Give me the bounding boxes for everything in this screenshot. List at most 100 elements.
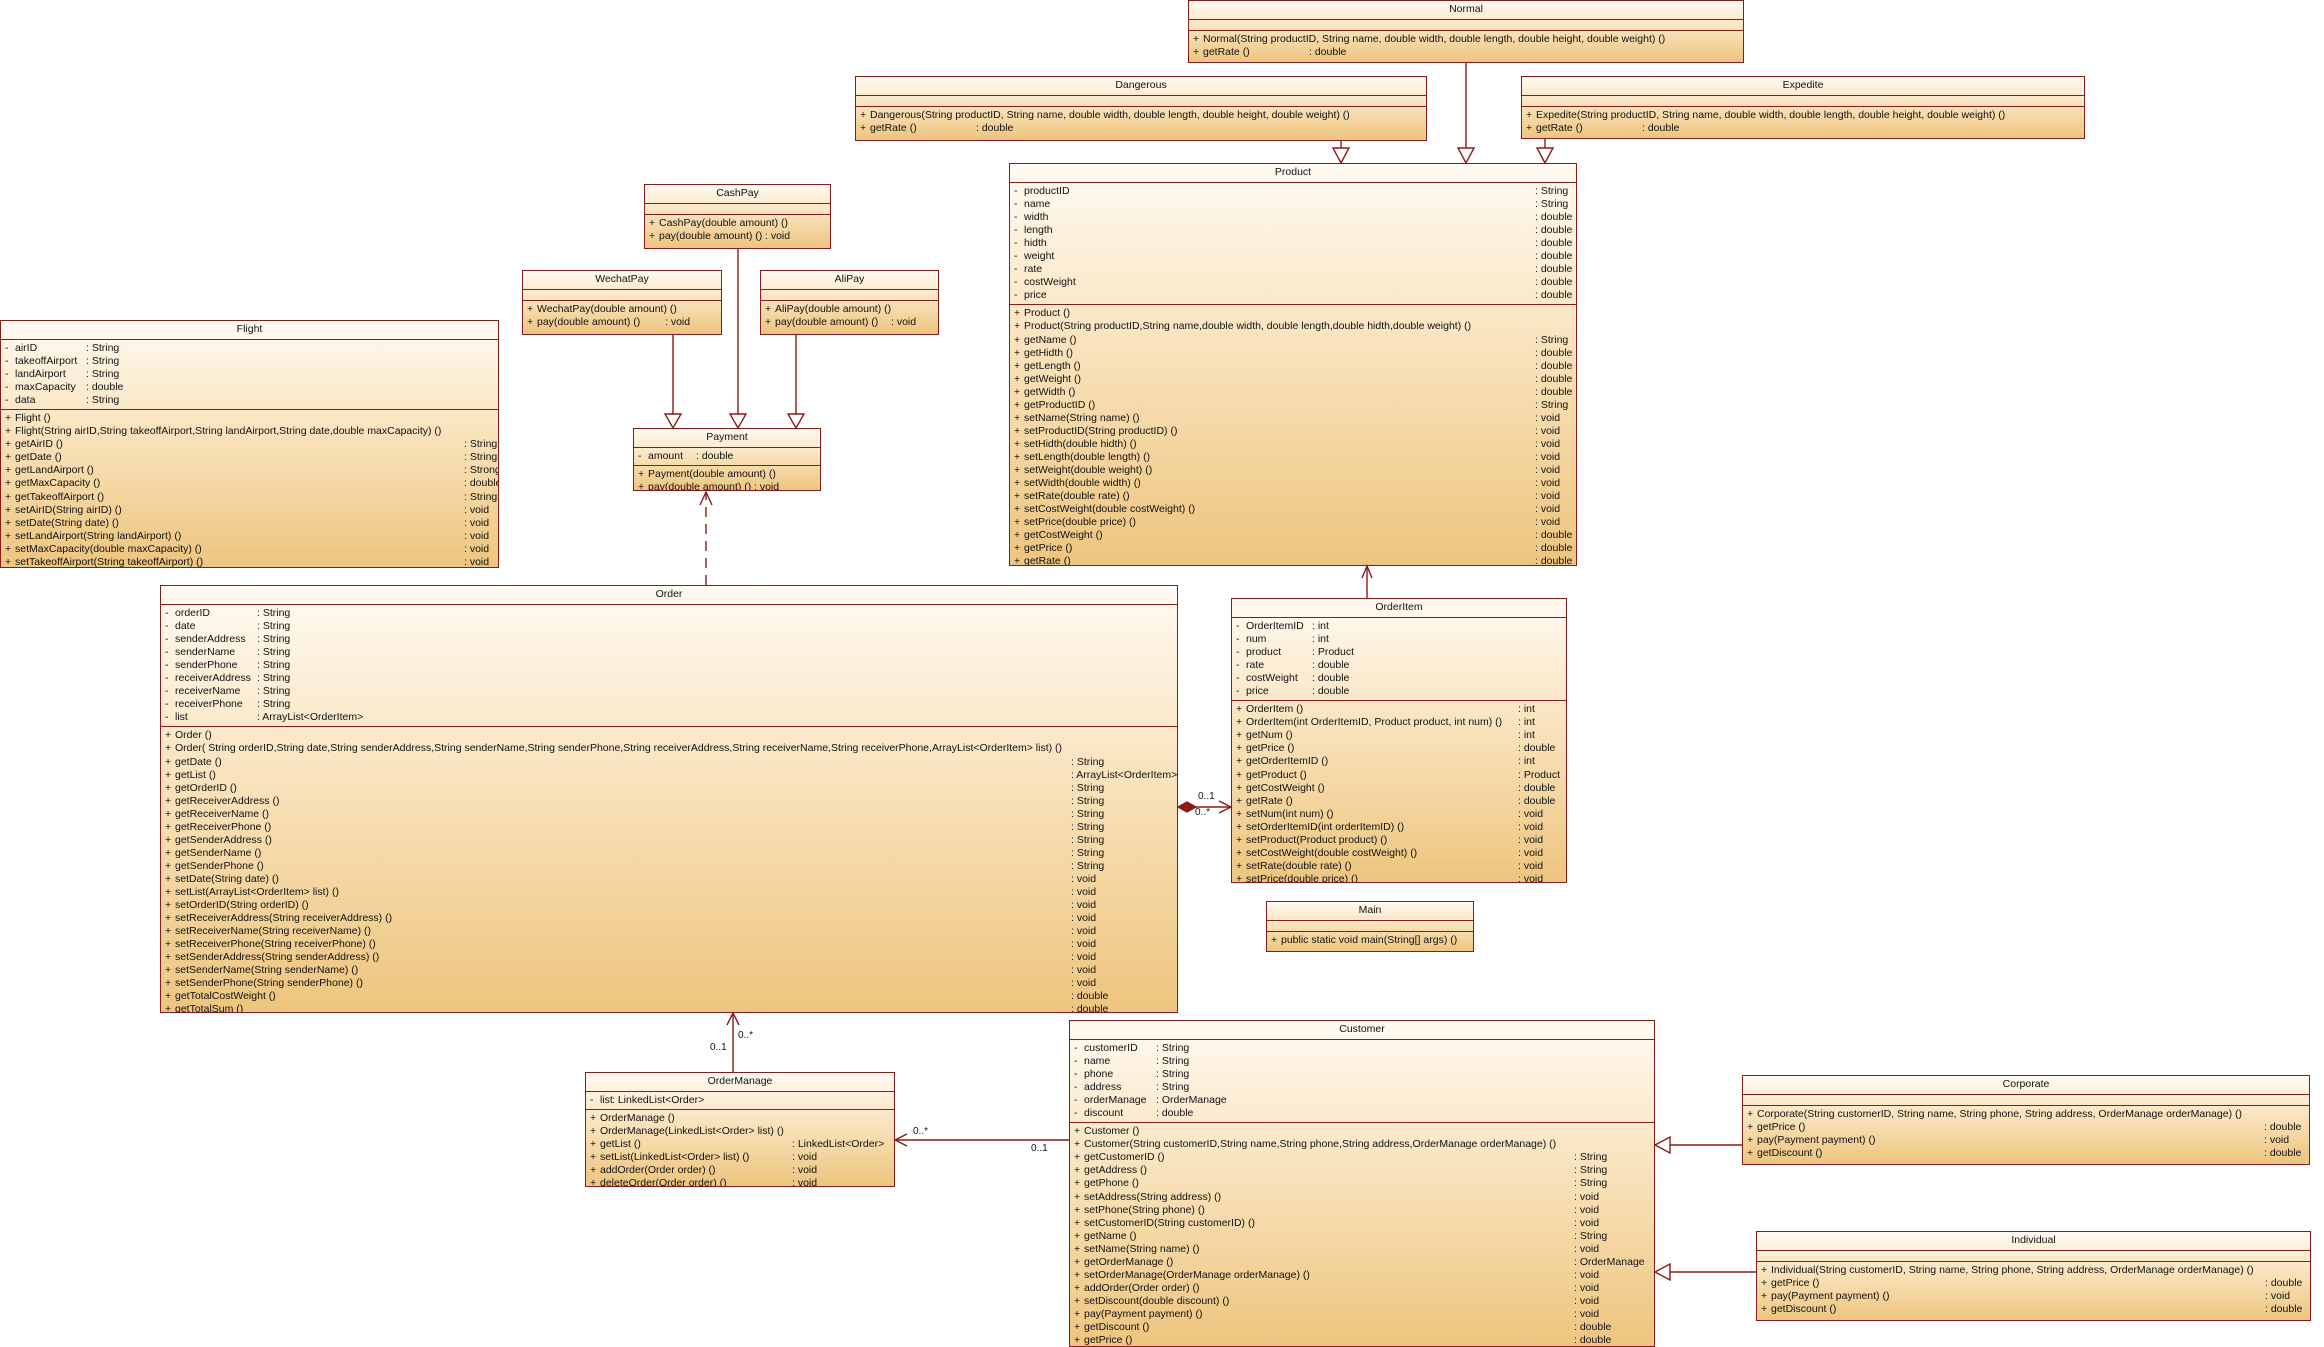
operation-compartment: +OrderManage ()+OrderManage(LinkedList<O… — [586, 1109, 894, 1186]
operation-type: : String — [1071, 755, 1105, 768]
attribute-type: : String — [257, 607, 291, 619]
operation-row: +setCostWeight(double costWeight) (): vo… — [1232, 847, 1566, 860]
class-name: Individual — [1757, 1232, 2310, 1251]
attribute-type: : String — [257, 659, 291, 672]
operation-row: +WechatPay(double amount) () — [523, 303, 721, 316]
attribute-type: : double — [1156, 1107, 1194, 1120]
class-wechatpay[interactable]: WechatPay+WechatPay(double amount) ()+pa… — [522, 270, 722, 335]
generalization-arrowhead — [786, 413, 806, 430]
operation-name: getRate () — [1246, 794, 1293, 807]
operation-name: getPrice () — [1084, 1334, 1133, 1347]
visibility-marker: - — [165, 633, 169, 646]
operation-row: +getOrderItemID (): int — [1232, 755, 1566, 768]
operation-row: +getRate (): double — [1522, 122, 2084, 135]
visibility-marker: + — [5, 529, 12, 542]
operation-type: : void — [464, 516, 490, 529]
operation-row: +getProductID (): String — [1010, 399, 1576, 412]
class-payment[interactable]: Payment-amount: double+Payment(double am… — [633, 428, 821, 491]
operation-row: +setName(String name) (): void — [1070, 1243, 1654, 1256]
class-normal[interactable]: Normal+Normal(String productID, String n… — [1188, 0, 1744, 63]
operation-row: +getDate (): String — [1, 451, 498, 464]
class-individual[interactable]: Individual+Individual(String customerID,… — [1756, 1231, 2311, 1321]
attribute-row: -name: String — [1010, 198, 1576, 211]
operation-name: setPrice(double price) () — [1246, 872, 1359, 883]
attribute-row: -orderID: String — [161, 607, 1177, 620]
operation-name: setReceiverName(String receiverName) () — [175, 925, 372, 938]
operation-name: OrderItem(int OrderItemID, Product produ… — [1246, 716, 1503, 729]
class-product[interactable]: Product-productID: String-name: String-w… — [1009, 163, 1577, 566]
operation-row: +setTakeoffAirport(String takeoffAirport… — [1, 556, 498, 567]
class-name: Product — [1010, 164, 1576, 183]
operation-type: : String — [1535, 398, 1569, 411]
class-name: Order — [161, 586, 1177, 605]
operation-name: getDate () — [15, 451, 62, 464]
visibility-marker: - — [165, 620, 169, 633]
attribute-compartment: -amount: double — [634, 448, 820, 465]
visibility-marker: + — [1014, 529, 1021, 542]
operation-name: getOrderItemID () — [1246, 755, 1329, 768]
attribute-type: : String — [1156, 1068, 1190, 1081]
visibility-marker: + — [1014, 555, 1021, 566]
class-dangerous[interactable]: Dangerous+Dangerous(String productID, St… — [855, 76, 1427, 141]
operation-type: : String — [1071, 846, 1105, 859]
operation-type: : String — [1071, 859, 1105, 872]
operation-name: getDate () — [175, 755, 222, 768]
attribute-type: : double — [1535, 289, 1573, 302]
operation-name: public static void main(String[] args) (… — [1281, 934, 1458, 946]
visibility-marker: + — [5, 490, 12, 503]
operation-type: : String — [464, 490, 498, 503]
operation-name: getPrice () — [1024, 542, 1073, 555]
class-cashpay[interactable]: CashPay+CashPay(double amount) ()+pay(do… — [644, 184, 831, 249]
operation-row: +getNum (): int — [1232, 729, 1566, 742]
attribute-row: -weight: double — [1010, 250, 1576, 263]
attribute-row: -costWeight: double — [1010, 276, 1576, 289]
operation-type: : void — [1071, 885, 1097, 898]
operation-name: getPrice () — [1757, 1121, 1806, 1134]
operation-compartment: +Customer ()+Customer(String customerID,… — [1070, 1122, 1654, 1347]
operation-row: +Product(String productID,String name,do… — [1010, 320, 1576, 333]
operation-row: +setReceiverName(String receiverName) ()… — [161, 925, 1177, 938]
visibility-marker: + — [1761, 1303, 1768, 1316]
operation-type: : void — [1518, 872, 1544, 883]
class-flight[interactable]: Flight-airID: String-takeoffAirport: Str… — [0, 320, 499, 568]
operation-type: : void — [1574, 1242, 1600, 1255]
class-alipay[interactable]: AliPay+AliPay(double amount) ()+pay(doub… — [760, 270, 939, 335]
visibility-marker: + — [1014, 320, 1021, 333]
class-orderitem[interactable]: OrderItem-OrderItemID: int-num: int-prod… — [1231, 598, 1567, 883]
visibility-marker: + — [5, 438, 12, 451]
attribute-name: landAirport — [15, 368, 66, 381]
class-ordermanage[interactable]: OrderManage-list: LinkedList<Order>+Orde… — [585, 1072, 895, 1187]
attribute-type: : String — [257, 633, 291, 646]
operation-name: getAirID () — [15, 438, 63, 451]
operation-name: setDate(String date) () — [15, 516, 119, 529]
class-corporate[interactable]: Corporate+Corporate(String customerID, S… — [1742, 1075, 2310, 1165]
generalization-arrowhead — [1653, 1135, 1671, 1155]
visibility-marker: + — [1236, 768, 1243, 781]
operation-row: +setList(LinkedList<Order> list) (): voi… — [586, 1151, 894, 1164]
attribute-type: : double — [1312, 659, 1350, 672]
attribute-type: : LinkedList<Order> — [612, 1094, 705, 1106]
operation-name: getCustomerID () — [1084, 1151, 1165, 1164]
attribute-row: -address: String — [1070, 1081, 1654, 1094]
operation-row: +setOrderItemID(int orderItemID) (): voi… — [1232, 821, 1566, 834]
operation-name: setProduct(Product product) () — [1246, 833, 1388, 846]
visibility-marker: + — [165, 794, 172, 807]
class-main[interactable]: Main+public static void main(String[] ar… — [1266, 901, 1474, 952]
operation-name: pay(double amount) () — [659, 230, 763, 243]
operation-name: getRate () — [1536, 122, 1583, 135]
operation-row: +getCostWeight (): double — [1010, 529, 1576, 542]
class-order[interactable]: Order-orderID: String-date: String-sende… — [160, 585, 1178, 1013]
visibility-marker: + — [1074, 1164, 1081, 1177]
operation-name: Customer () — [1084, 1125, 1140, 1138]
class-expedite[interactable]: Expedite+Expedite(String productID, Stri… — [1521, 76, 2085, 139]
attribute-type: : int — [1312, 620, 1329, 632]
generalization-arrowhead — [1456, 147, 1476, 165]
class-name: Expedite — [1522, 77, 2084, 96]
operation-row: +getDiscount (): double — [1070, 1321, 1654, 1334]
attribute-row: -receiverName: String — [161, 685, 1177, 698]
class-name: Corporate — [1743, 1076, 2309, 1095]
operation-type: : void — [1518, 820, 1544, 833]
attribute-name: price — [1024, 289, 1047, 302]
operation-name: pay(Payment payment) () — [1771, 1290, 1890, 1303]
class-customer[interactable]: Customer-customerID: String-name: String… — [1069, 1020, 1655, 1347]
